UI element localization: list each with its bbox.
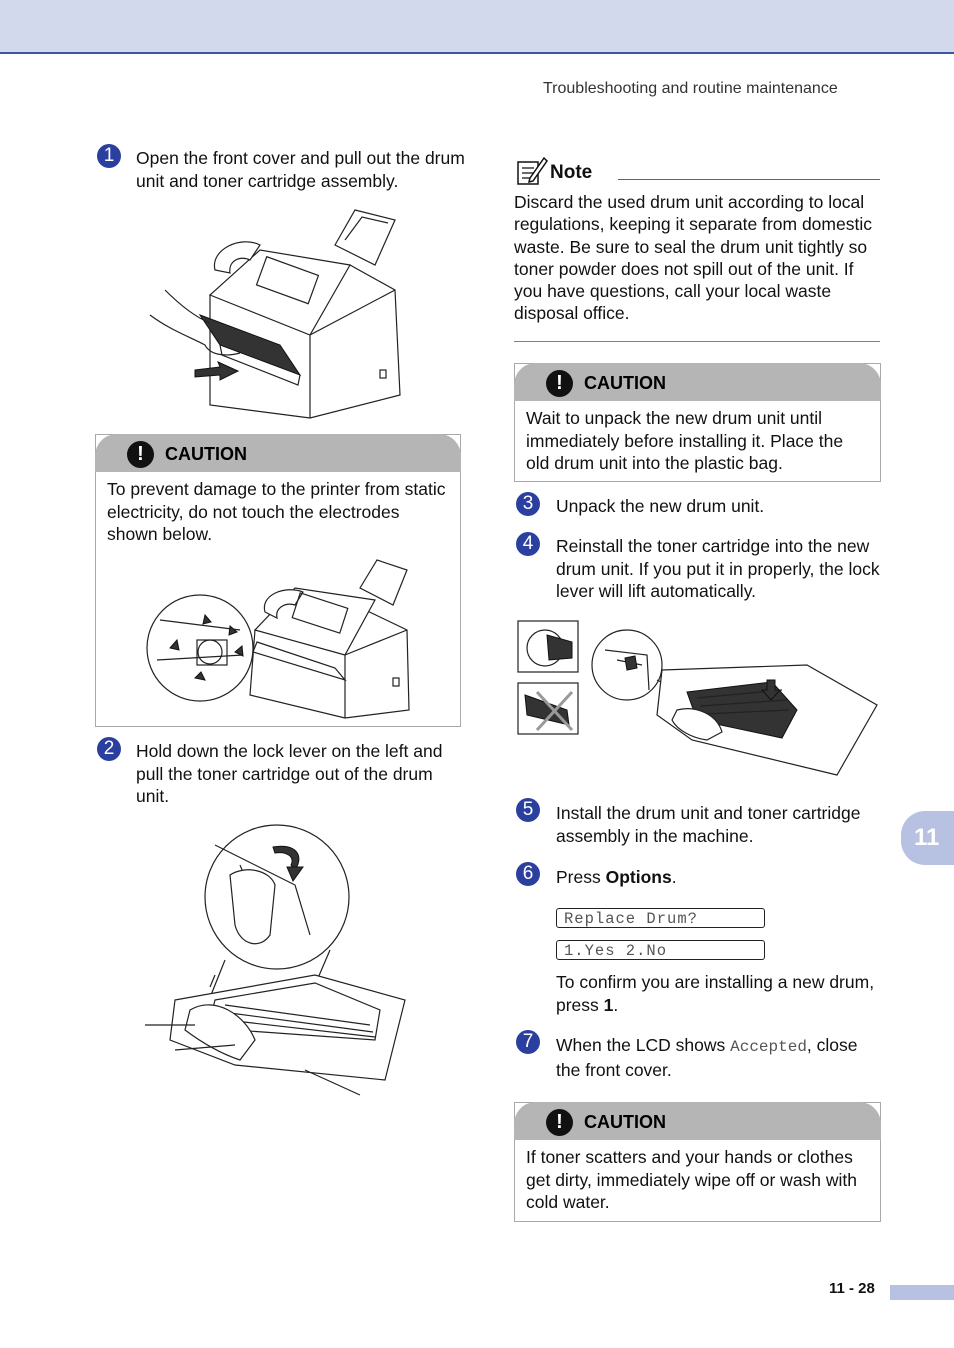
- header-band: [0, 0, 954, 54]
- step-3-text: Unpack the new drum unit.: [556, 496, 765, 516]
- page-footer-bar: [890, 1285, 954, 1300]
- lcd-line-1: Replace Drum?: [556, 908, 765, 928]
- step-4-text: Reinstall the toner cartridge into the n…: [556, 536, 880, 601]
- note-pencil-icon: [517, 156, 548, 185]
- step-number-3: 3: [516, 492, 540, 516]
- machine-drum-removal-illustration: [149, 209, 401, 419]
- caution-text: If toner scatters and your hands or clot…: [526, 1147, 858, 1212]
- electrodes-illustration: [146, 559, 410, 719]
- caution-box-toner: ! CAUTION If toner scatters and your han…: [514, 1102, 881, 1222]
- confirm-prefix: To confirm you are installing a new drum…: [556, 972, 875, 1015]
- exclamation-icon: !: [546, 1109, 573, 1136]
- caution-header-bar: [95, 434, 461, 472]
- note-text: Discard the used drum unit according to …: [514, 192, 872, 324]
- caution-title: CAUTION: [584, 1112, 666, 1132]
- step-6-text: Press Options.: [556, 866, 886, 889]
- caution-text: Wait to unpack the new drum unit until i…: [526, 408, 844, 473]
- step-5-text: Install the drum unit and toner cartridg…: [556, 803, 861, 846]
- caution-title: CAUTION: [165, 444, 247, 464]
- step-1-text: Open the front cover and pull out the dr…: [136, 148, 465, 191]
- confirm-key: 1: [603, 994, 614, 1015]
- step-number-6: 6: [516, 862, 540, 886]
- exclamation-icon: !: [127, 441, 154, 468]
- step-6-text-suffix: .: [671, 867, 677, 887]
- step-7-text-prefix: When the LCD shows: [556, 1035, 731, 1055]
- caution-box-unpack: ! CAUTION Wait to unpack the new drum un…: [514, 363, 881, 482]
- step-number-5: 5: [516, 798, 540, 822]
- caution-title: CAUTION: [584, 373, 666, 393]
- step-number-1: 1: [97, 144, 121, 168]
- caution-header-bar: [514, 363, 881, 401]
- step-6-text-prefix: Press: [556, 867, 606, 887]
- step-number-2: 2: [97, 737, 121, 761]
- step-2-text: Hold down the lock lever on the left and…: [136, 741, 443, 806]
- exclamation-icon: !: [546, 370, 573, 397]
- step-number-4: 4: [516, 532, 540, 556]
- lcd-line-2: 1.Yes 2.No: [556, 940, 765, 960]
- step-7-text: When the LCD shows Accepted, close the f…: [556, 1034, 886, 1081]
- reinstall-toner-illustration: [517, 620, 878, 776]
- note-label: Note: [550, 162, 593, 183]
- caution-text: To prevent damage to the printer from st…: [107, 479, 446, 544]
- lcd-accepted-text: Accepted: [730, 1038, 807, 1056]
- step-number-7: 7: [516, 1030, 540, 1054]
- lock-lever-illustration: [145, 824, 406, 1096]
- page-number: 11 - 28: [829, 1280, 875, 1297]
- header-title: Troubleshooting and routine maintenance: [543, 80, 838, 97]
- caution-header-bar: [514, 1102, 881, 1140]
- note-bottom-rule: [514, 341, 880, 342]
- options-key-label: Options: [605, 867, 672, 887]
- step-7-text-suffix: , close the front cover.: [556, 1035, 858, 1080]
- confirm-suffix: .: [613, 994, 619, 1015]
- note-divider: [618, 179, 880, 180]
- chapter-tab[interactable]: 11: [901, 811, 954, 865]
- confirm-text: To confirm you are installing a new drum…: [556, 971, 886, 1016]
